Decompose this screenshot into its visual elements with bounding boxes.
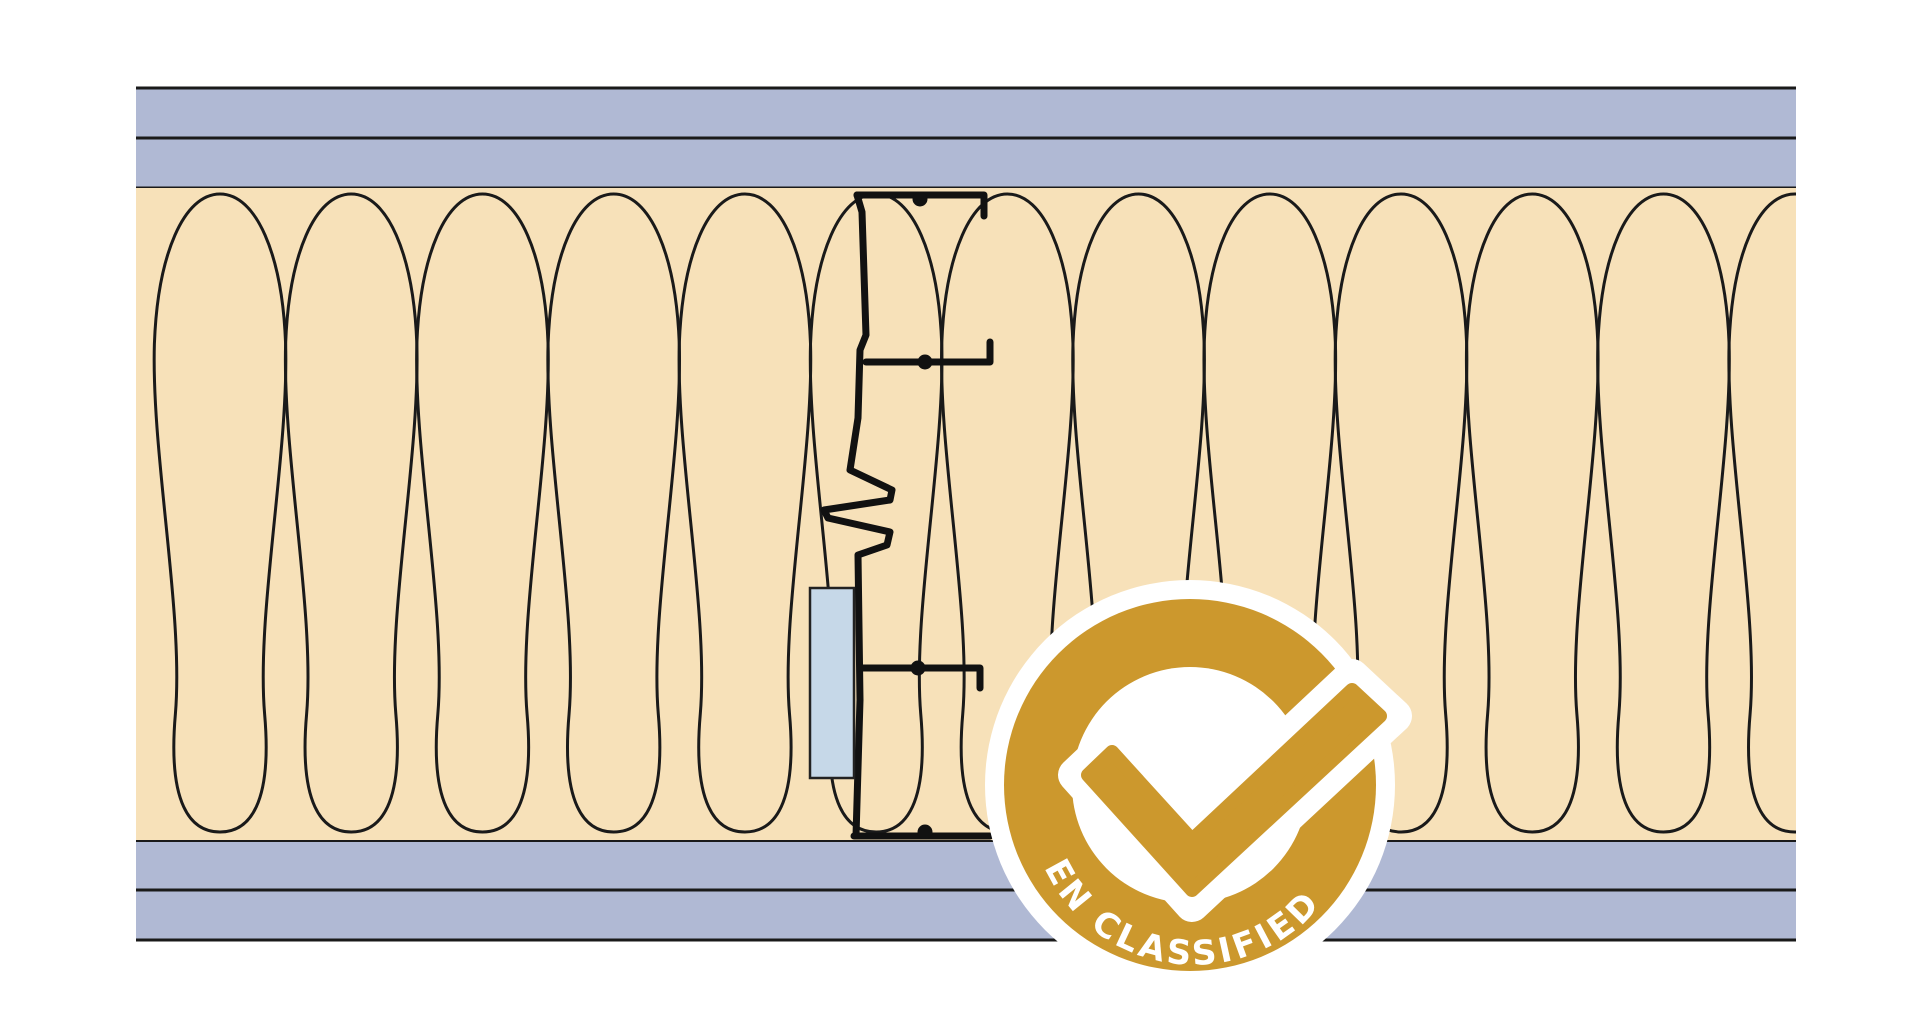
rivet xyxy=(917,824,933,840)
resilient-strip xyxy=(808,586,856,780)
checkmark-icon xyxy=(1081,683,1387,897)
mineral-wool-insulation xyxy=(136,188,1796,840)
rivet xyxy=(910,660,926,676)
rivet xyxy=(917,354,933,370)
steel-stud-profile xyxy=(820,191,994,840)
stud-flange-top xyxy=(853,191,988,220)
plasterboard-top-inner xyxy=(136,138,1796,188)
stud-web xyxy=(820,191,896,840)
plasterboard-top-outer xyxy=(136,88,1796,138)
plasterboard-layers xyxy=(136,86,1796,942)
plasterboard-bottom-inner xyxy=(136,840,1796,890)
insulation-loop xyxy=(1727,192,1796,834)
rivet xyxy=(912,191,928,207)
stud-lip-lower xyxy=(856,664,984,692)
stud-lip-mid xyxy=(862,338,994,366)
en-classified-badge: EN CLASSIFIED xyxy=(985,580,1412,990)
plasterboard-bottom-outer xyxy=(136,890,1796,940)
